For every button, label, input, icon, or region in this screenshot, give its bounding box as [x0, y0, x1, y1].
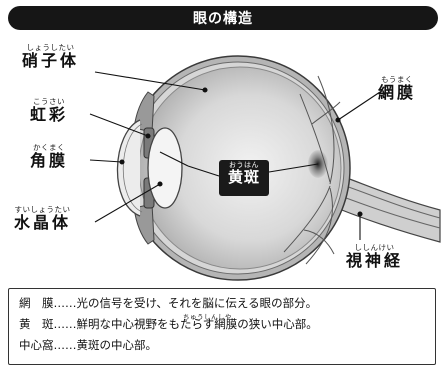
text-iris: 虹彩 [30, 104, 69, 124]
eye-diagram: しょうしたい 硝子体 こうさい 虹彩 かくまく 角膜 すいしょうたい 水晶体 も… [0, 32, 446, 284]
description-text-fovea: 中心窩……黄斑の中心部。 [19, 338, 157, 352]
description-line-retina: 網 膜……光の信号を受け、それを脳に伝える眼の部分。 [19, 293, 425, 314]
leader-lines [89, 71, 381, 240]
label-vitreous: しょうしたい 硝子体 [22, 44, 79, 69]
text-vitreous: 硝子体 [22, 50, 80, 70]
ruby-cornea: かくまく [33, 143, 65, 152]
label-iris: こうさい 虹彩 [30, 98, 68, 123]
ruby-macula: おうはん [229, 161, 259, 169]
ruby-vitreous: しょうしたい [26, 43, 75, 52]
text-lens: 水晶体 [14, 212, 72, 232]
ruby-lens: すいしょうたい [14, 205, 71, 214]
optic-nerve-shape [321, 171, 441, 243]
text-retina: 網膜 [378, 82, 417, 102]
text-cornea: 角膜 [30, 150, 69, 170]
ruby-retina: もうまく [381, 75, 413, 84]
description-line-fovea: 中心窩……黄斑の中心部。 [19, 335, 425, 356]
title-bar: 眼の構造 [8, 6, 438, 30]
retinal-vessels [283, 75, 341, 265]
text-macula: 黄斑 [227, 168, 260, 186]
text-optic-nerve: 視神経 [346, 250, 404, 270]
label-optic-nerve: ししんけい 視神経 [346, 244, 403, 269]
description-line-macula: ちゅうしんしや 黄 斑……鮮明な中心視野をもたらす網膜の狭い中心部。 [19, 313, 425, 335]
label-cornea: かくまく 角膜 [30, 144, 68, 169]
label-macula: おうはん 黄斑 [219, 160, 269, 196]
diagram-title: 眼の構造 [193, 11, 253, 27]
description-text-retina: 網 膜……光の信号を受け、それを脳に伝える眼の部分。 [19, 296, 318, 310]
description-box: 網 膜……光の信号を受け、それを脳に伝える眼の部分。 ちゅうしんしや 黄 斑……… [8, 288, 436, 365]
label-lens: すいしょうたい 水晶体 [14, 206, 71, 231]
description-text-macula: 黄 斑……鮮明な中心視野をもたらす網膜の狭い中心部。 [19, 317, 318, 331]
lens-shape [147, 127, 183, 209]
ruby-optic-nerve: ししんけい [354, 243, 395, 252]
description-ruby-central-vision: ちゅうしんしや [183, 313, 232, 321]
cornea-shape [116, 119, 141, 217]
label-retina: もうまく 網膜 [378, 76, 416, 101]
ruby-iris: こうさい [33, 97, 65, 106]
